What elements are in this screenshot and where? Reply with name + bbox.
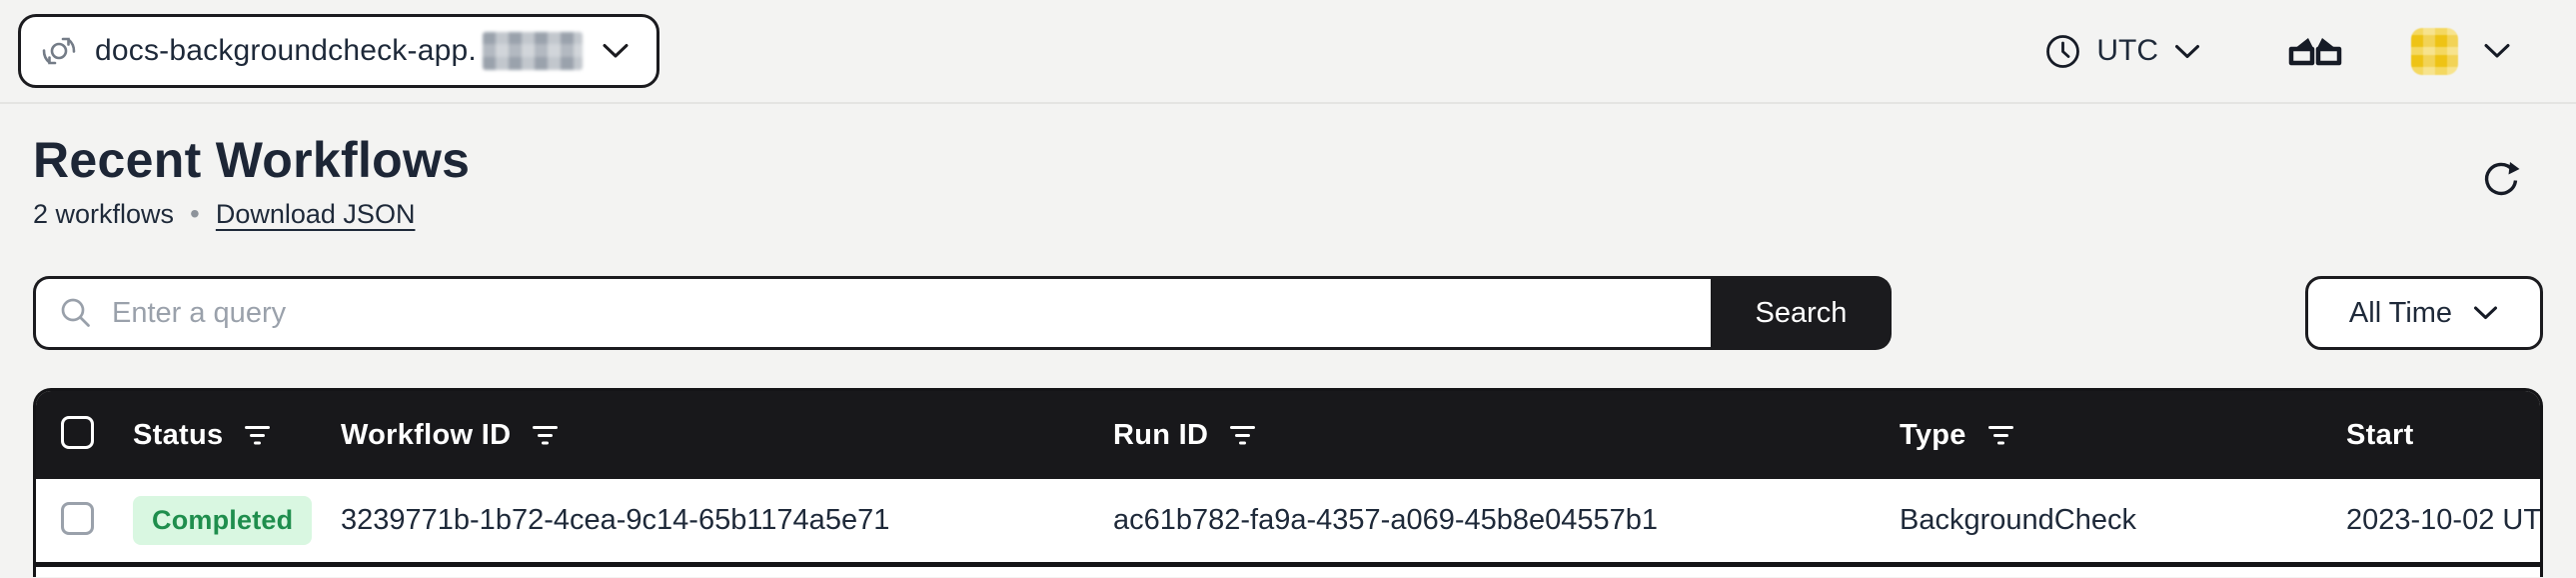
query-input-wrap: [33, 276, 1711, 350]
download-json-link[interactable]: Download JSON: [215, 198, 416, 229]
toolbar-spacer: [1892, 276, 2305, 350]
run-id-link[interactable]: ac61b782-fa9a-4357-a069-45b8e04557b1: [1113, 504, 1659, 536]
time-range-dropdown[interactable]: All Time: [2305, 276, 2543, 350]
query-input[interactable]: [110, 295, 1701, 331]
next-row-clipped: [36, 567, 2540, 577]
header-cell-run-id: Run ID: [1113, 419, 1900, 452]
filter-icon[interactable]: [531, 422, 560, 449]
chevron-down-icon: [601, 42, 631, 60]
search-icon: [58, 295, 94, 331]
timezone-label: UTC: [2096, 34, 2158, 67]
table-row: Completed 3239771b-1b72-4cea-9c14-65b117…: [36, 479, 2540, 567]
filter-icon[interactable]: [1228, 422, 1257, 449]
main-content: Recent Workflows 2 workflows • Download …: [0, 130, 2576, 577]
workflow-type-link[interactable]: BackgroundCheck: [1900, 504, 2136, 536]
chevron-down-icon[interactable]: [2482, 42, 2512, 60]
select-all-checkbox[interactable]: [61, 416, 94, 449]
row-checkbox[interactable]: [61, 501, 94, 535]
clock-icon: [2044, 33, 2081, 70]
meta-separator: •: [190, 198, 200, 229]
namespace-redacted-text: [482, 32, 583, 70]
column-label: Status: [133, 418, 224, 451]
page-header: Recent Workflows 2 workflows • Download …: [33, 130, 2543, 230]
table-header-row: Status Workflow ID Run ID: [36, 391, 2540, 479]
row-cell-start: 2023-10-02 UT: [2346, 504, 2540, 536]
header-cell-start: Start: [2346, 419, 2540, 452]
page-meta: 2 workflows • Download JSON: [33, 198, 470, 230]
row-cell-status: Completed: [133, 496, 341, 545]
search-button[interactable]: Search: [1711, 276, 1892, 350]
top-bar-right: UTC: [2044, 27, 2512, 75]
column-label: Start: [2346, 418, 2414, 451]
filter-toolbar: Search All Time: [33, 276, 2543, 350]
namespace-label: docs-backgroundcheck-app.: [95, 34, 477, 67]
row-cell-workflow-id: 3239771b-1b72-4cea-9c14-65b1174a5e71: [341, 504, 1113, 537]
status-badge: Completed: [133, 496, 313, 545]
row-cell-run-id: ac61b782-fa9a-4357-a069-45b8e04557b1: [1113, 504, 1900, 537]
workflow-id-link[interactable]: 3239771b-1b72-4cea-9c14-65b1174a5e71: [341, 504, 890, 536]
time-range-label: All Time: [2348, 296, 2453, 329]
header-cell-status: Status: [133, 419, 341, 452]
workflows-table: Status Workflow ID Run ID: [33, 388, 2543, 577]
refresh-icon[interactable]: [2481, 160, 2521, 200]
query-search-group: Search: [33, 276, 1892, 350]
sync-icon: [39, 31, 79, 71]
workflow-count: 2 workflows: [33, 198, 175, 229]
column-label: Run ID: [1113, 418, 1209, 451]
row-cell-select: [36, 501, 133, 540]
timezone-selector[interactable]: UTC: [2044, 33, 2201, 70]
filter-icon[interactable]: [243, 422, 272, 449]
top-bar: docs-backgroundcheck-app. UTC: [0, 0, 2576, 104]
filter-icon[interactable]: [1986, 422, 2015, 449]
user-avatar[interactable]: [2411, 27, 2458, 75]
namespace-selector[interactable]: docs-backgroundcheck-app.: [18, 14, 659, 88]
page-title: Recent Workflows: [33, 132, 471, 188]
header-cell-type: Type: [1900, 419, 2346, 452]
row-cell-type: BackgroundCheck: [1900, 504, 2346, 537]
column-label: Workflow ID: [341, 418, 512, 451]
chevron-down-icon: [2472, 305, 2499, 321]
column-label: Type: [1900, 418, 1966, 451]
chevron-down-icon: [2173, 43, 2201, 60]
glasses-icon[interactable]: [2287, 32, 2343, 70]
header-cell-select: [36, 416, 133, 454]
header-cell-workflow-id: Workflow ID: [341, 419, 1113, 452]
